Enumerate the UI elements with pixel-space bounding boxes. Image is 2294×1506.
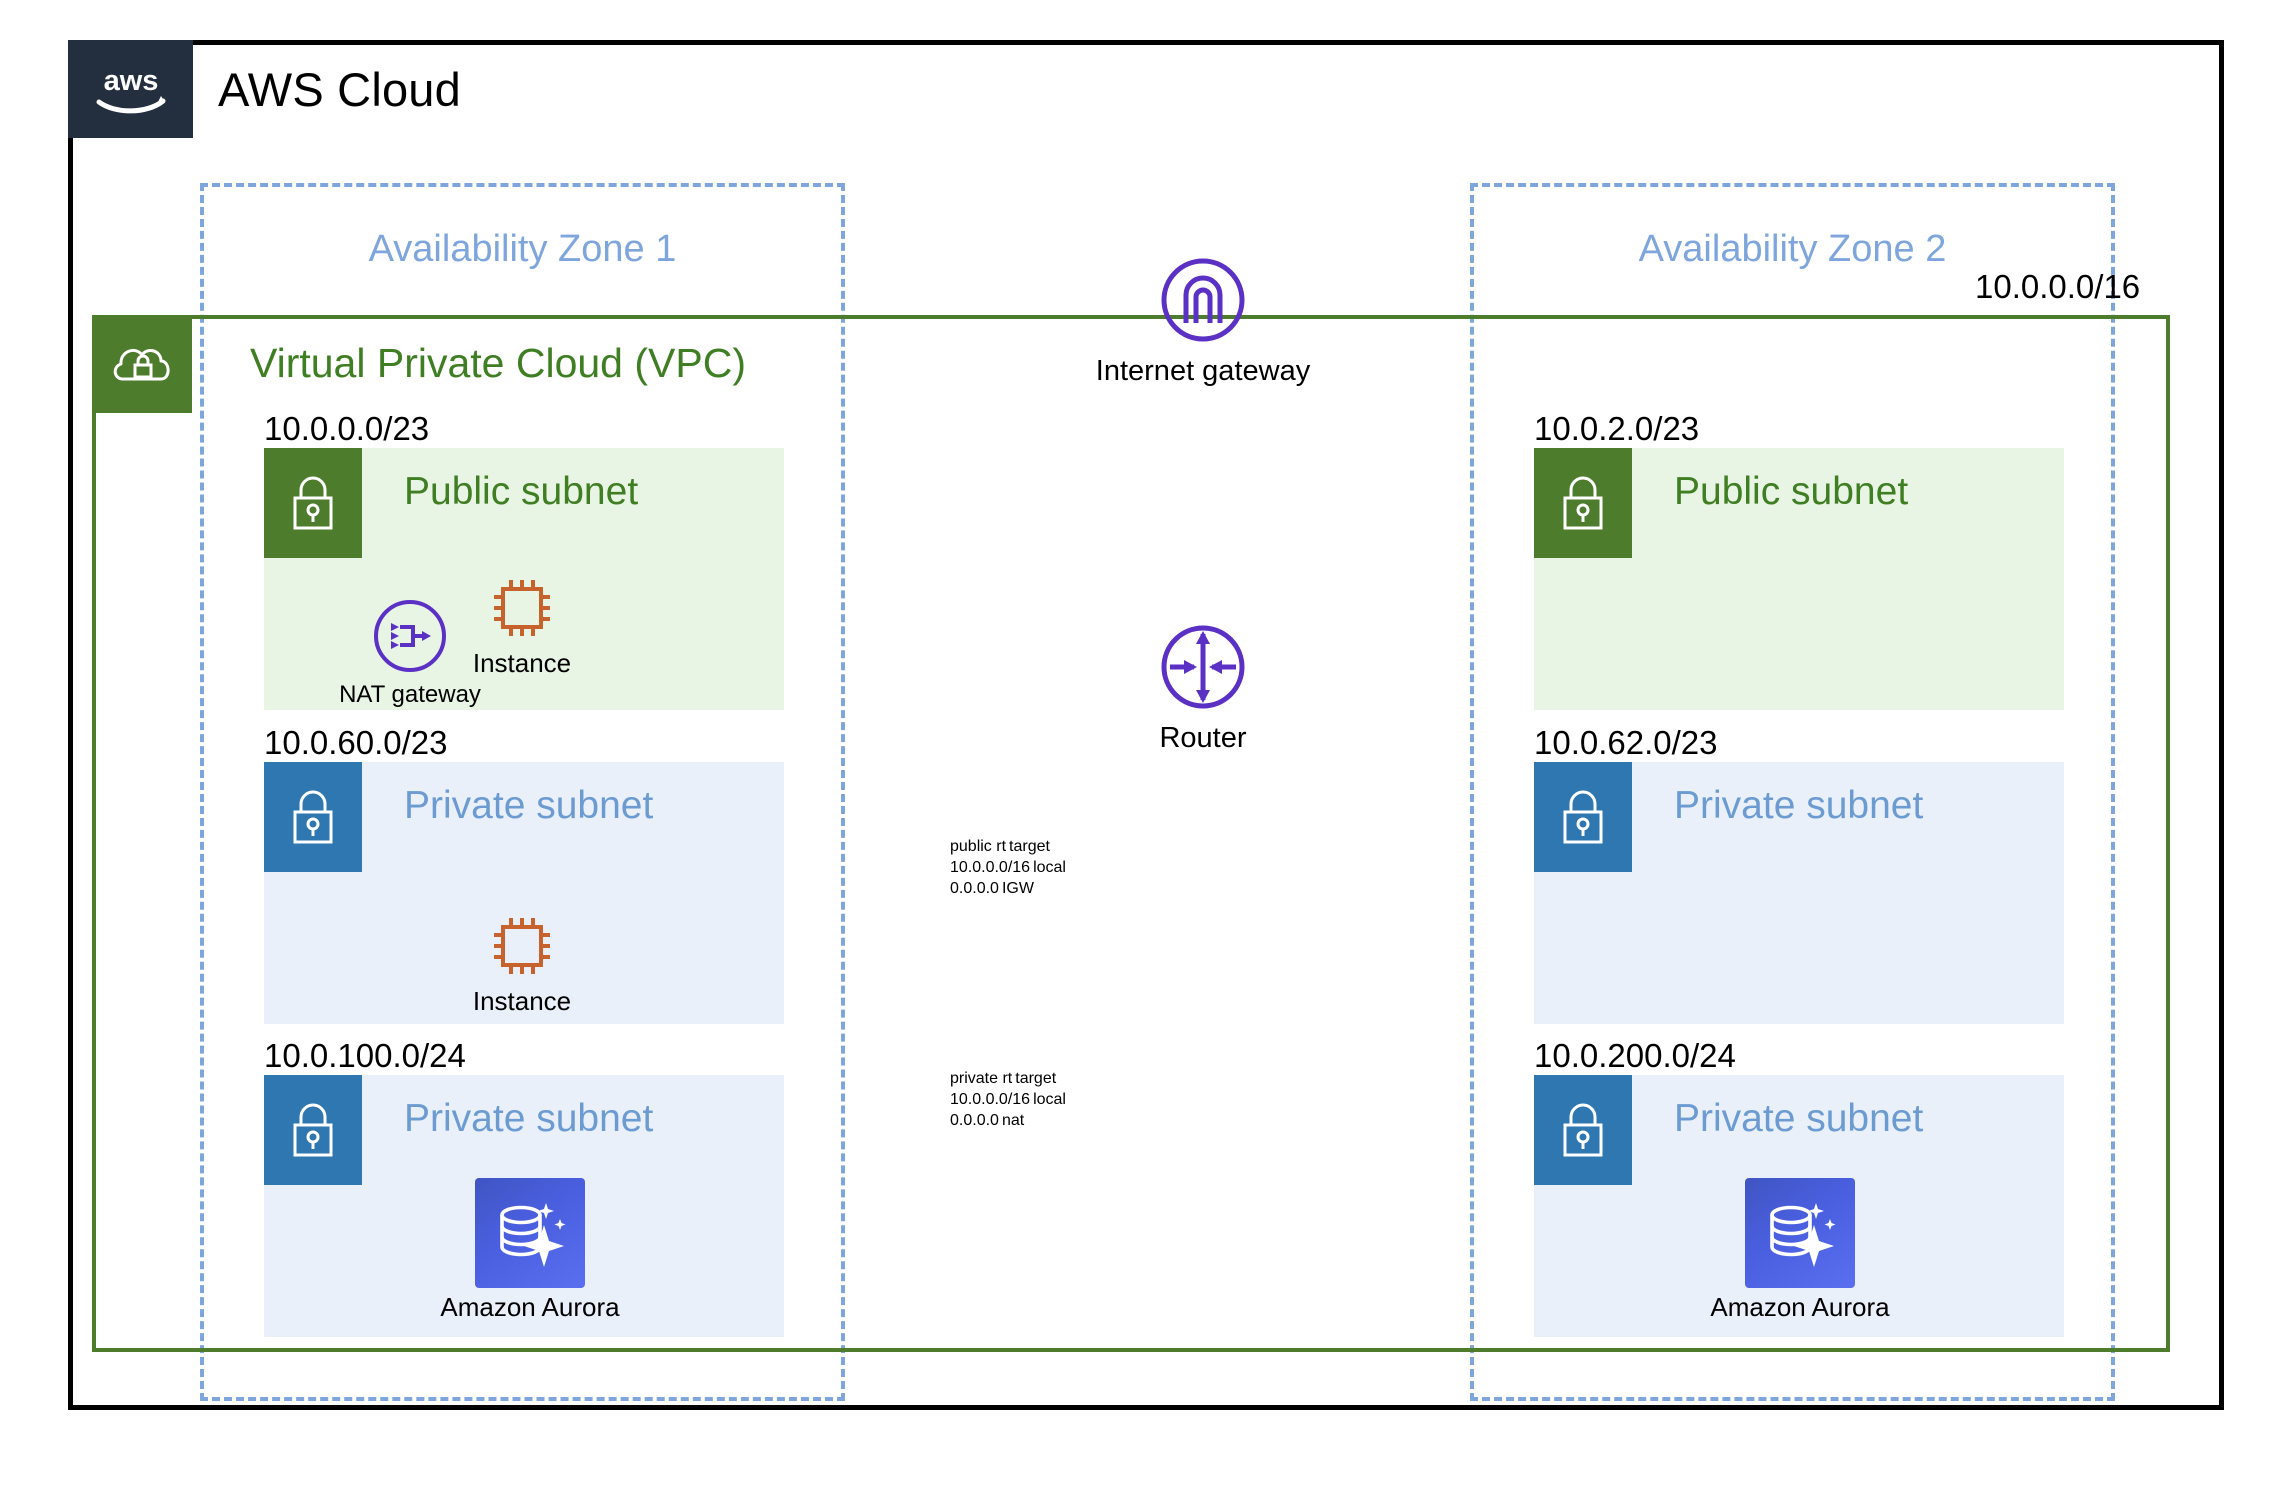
route-destination: 10.0.0.0/16	[950, 859, 1031, 876]
page-title: AWS Cloud	[218, 63, 461, 116]
amazon-aurora-label: Amazon Aurora	[440, 1292, 620, 1322]
availability-zone-1-label: Availability Zone 1	[368, 228, 677, 270]
private-subnet-az1-a: Private subnet	[264, 762, 784, 1024]
subnet-cidr-label: 10.0.200.0/24	[1534, 1037, 1736, 1074]
amazon-aurora-node-az2[interactable]: Amazon Aurora	[1710, 1178, 1890, 1323]
availability-zone-2-label: Availability Zone 2	[1638, 228, 1947, 270]
subnet-cidr-label: 10.0.60.0/23	[264, 724, 448, 761]
amazon-aurora-icon	[475, 1178, 585, 1288]
router-node[interactable]: Router	[1093, 620, 1313, 755]
instance-label: Instance	[472, 986, 572, 1016]
availability-zone-2-boundary	[1470, 183, 2115, 1401]
amazon-aurora-node-az1[interactable]: Amazon Aurora	[440, 1178, 620, 1323]
instance-node-az1-public[interactable]: Instance	[462, 572, 582, 679]
lock-icon	[264, 1075, 362, 1185]
route-target: local	[1033, 1091, 1066, 1108]
public-route-table: public rt target 10.0.0.0/16 local 0.0.0…	[950, 838, 1066, 901]
vpc-cloud-lock-icon	[92, 315, 192, 413]
public-subnet-az1: Public subnet	[264, 448, 784, 710]
nat-gateway-icon	[374, 600, 446, 672]
route-destination: 0.0.0.0	[950, 880, 999, 897]
router-label: Router	[1159, 722, 1247, 754]
column-header: target	[1009, 838, 1050, 855]
lock-icon	[1534, 448, 1632, 558]
lock-icon	[1534, 1075, 1632, 1185]
lock-icon	[1534, 762, 1632, 872]
aws-logo-icon: aws	[68, 40, 193, 138]
route-destination: 0.0.0.0	[950, 1112, 999, 1129]
public-subnet-az2-label: Public subnet	[1674, 470, 1909, 513]
table-row: 10.0.0.0/16 local	[950, 859, 1066, 877]
instance-label: Instance	[472, 648, 572, 678]
route-destination: 10.0.0.0/16	[950, 1091, 1031, 1108]
nat-gateway-label: NAT gateway	[339, 681, 481, 708]
svg-text:aws: aws	[103, 65, 158, 97]
internet-gateway-label: Internet gateway	[1095, 355, 1311, 387]
subnet-cidr-label: 10.0.2.0/23	[1534, 410, 1700, 447]
vpc-cidr-label: 10.0.0.0/16	[1975, 268, 2141, 305]
public-subnet-az2: Public subnet	[1534, 448, 2064, 710]
table-row: 0.0.0.0 IGW	[950, 880, 1066, 898]
route-target: nat	[1001, 1112, 1025, 1129]
subnet-cidr-label: 10.0.0.0/23	[264, 410, 430, 447]
instance-node-az1-private[interactable]: Instance	[462, 910, 582, 1017]
availability-zone-1-boundary	[200, 183, 845, 1401]
table-row: 0.0.0.0 nat	[950, 1112, 1066, 1130]
ec2-instance-icon	[494, 918, 550, 974]
private-subnet-az2-b-label: Private subnet	[1674, 1097, 1924, 1140]
amazon-aurora-icon	[1745, 1178, 1855, 1288]
lock-icon	[264, 448, 362, 558]
private-subnet-az1-b-label: Private subnet	[404, 1097, 654, 1140]
table-row: 10.0.0.0/16 local	[950, 1091, 1066, 1109]
column-header: target	[1015, 1070, 1057, 1087]
public-subnet-az1-label: Public subnet	[404, 470, 639, 513]
column-header: private rt	[950, 1070, 1013, 1087]
private-subnet-az2-a: Private subnet	[1534, 762, 2064, 1024]
subnet-cidr-label: 10.0.100.0/24	[264, 1037, 466, 1074]
route-target: local	[1033, 859, 1066, 876]
nat-gateway-node[interactable]: NAT gateway	[339, 595, 481, 709]
column-header: public rt	[950, 838, 1007, 855]
private-subnet-az1-a-label: Private subnet	[404, 784, 654, 827]
lock-icon	[264, 762, 362, 872]
internet-gateway-icon	[1161, 258, 1245, 342]
internet-gateway-node[interactable]: Internet gateway	[1093, 253, 1313, 388]
vpc-title: Virtual Private Cloud (VPC)	[250, 340, 746, 386]
table-header-row: public rt target	[950, 838, 1066, 856]
subnet-cidr-label: 10.0.62.0/23	[1534, 724, 1718, 761]
private-subnet-az2-a-label: Private subnet	[1674, 784, 1924, 827]
ec2-instance-icon	[494, 580, 550, 636]
router-icon	[1161, 625, 1245, 709]
route-target: IGW	[1001, 880, 1034, 897]
amazon-aurora-label: Amazon Aurora	[1710, 1292, 1890, 1322]
table-header-row: private rt target	[950, 1070, 1066, 1088]
private-route-table: private rt target 10.0.0.0/16 local 0.0.…	[950, 1070, 1066, 1133]
vpc-boundary	[92, 315, 2170, 1352]
